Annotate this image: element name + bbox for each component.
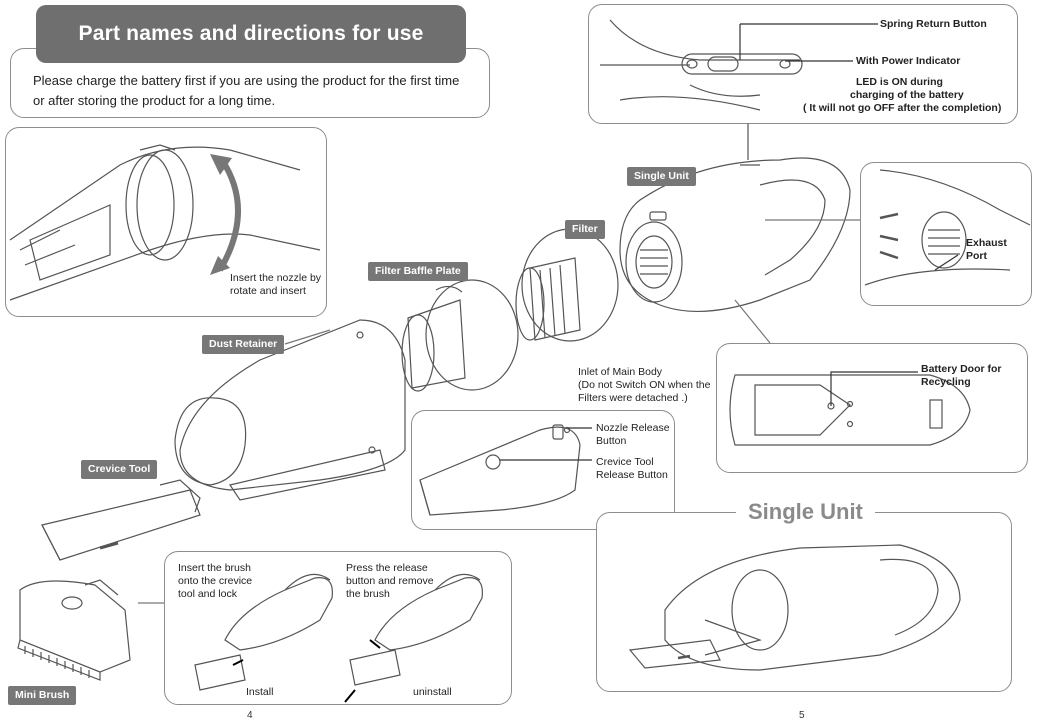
page-number-right: 5 (799, 710, 805, 721)
mini-brush-drawing (17, 579, 131, 681)
label-insert-1: Insert the brush (178, 562, 251, 574)
tag-filter: Filter (565, 220, 605, 239)
label-exhaust-1: Exhaust (966, 237, 1007, 249)
exhaust-port-box (860, 162, 1032, 306)
tag-crevice-tool: Crevice Tool (81, 460, 158, 479)
label-battery-1: Battery Door for (921, 363, 1002, 375)
label-exhaust-2: Port (966, 250, 987, 262)
label-crevice-release-1: Crevice Tool (596, 456, 654, 468)
label-press-3: the brush (346, 588, 390, 600)
switch-drawing (600, 19, 803, 111)
page-title: Part names and directions for use (36, 5, 466, 63)
label-led-1: LED is ON during (856, 76, 943, 88)
label-install: Install (246, 686, 274, 698)
label-uninstall: uninstall (413, 686, 452, 698)
label-led-3: ( It will not go OFF after the completio… (803, 102, 1002, 114)
exhaust-drawing (864, 169, 1031, 286)
filter-drawing (515, 228, 619, 342)
label-spring-return: Spring Return Button (880, 18, 987, 30)
tag-single-unit: Single Unit (627, 167, 696, 186)
battery-door-box (716, 343, 1028, 473)
nozzle-instruction-2: rotate and insert (230, 285, 306, 297)
label-led-2: charging of the battery (850, 89, 964, 101)
nozzle-instruction-1: Insert the nozzle by (230, 272, 322, 284)
nozzle-body-drawing (9, 144, 321, 301)
tag-filter-baffle-plate: Filter Baffle Plate (368, 262, 468, 281)
label-inlet-1: Inlet of Main Body (578, 366, 663, 378)
label-insert-2: onto the crevice (178, 575, 253, 587)
tag-mini-brush: Mini Brush (8, 686, 77, 705)
tag-dust-retainer: Dust Retainer (202, 335, 285, 354)
label-inlet-2: (Do not Switch ON when the (578, 379, 711, 391)
main-body-drawing (619, 157, 851, 313)
install-drawing (194, 573, 333, 691)
nozzle-insert-box (5, 127, 327, 317)
intro-box: Please charge the battery first if you a… (10, 48, 490, 118)
label-power-indicator: With Power Indicator (856, 55, 961, 67)
single-unit-heading: Single Unit (736, 499, 875, 525)
label-insert-3: tool and lock (178, 588, 237, 600)
dust-retainer-drawing (174, 319, 406, 501)
label-inlet-3: Filters were detached .) (578, 392, 688, 404)
release-buttons-box (411, 410, 675, 530)
release-drawing (419, 424, 581, 516)
crevice-tool-drawing (41, 479, 201, 561)
label-battery-2: Recycling (921, 376, 971, 388)
intro-line-2: or after storing the product for a long … (33, 93, 276, 108)
label-nozzle-release-2: Button (596, 435, 627, 447)
label-nozzle-release-1: Nozzle Release (596, 422, 670, 434)
baffle-drawing (401, 279, 519, 392)
page-number-left: 4 (247, 710, 253, 721)
single-unit-bottom-drawing (628, 544, 961, 671)
rotate-arrow (217, 158, 241, 272)
single-unit-box (596, 512, 1012, 692)
intro-line-1: Please charge the battery first if you a… (33, 73, 460, 88)
label-press-1: Press the release (346, 562, 428, 574)
label-crevice-release-2: Release Button (596, 469, 668, 481)
uninstall-drawing (344, 573, 483, 703)
label-press-2: button and remove (346, 575, 434, 587)
